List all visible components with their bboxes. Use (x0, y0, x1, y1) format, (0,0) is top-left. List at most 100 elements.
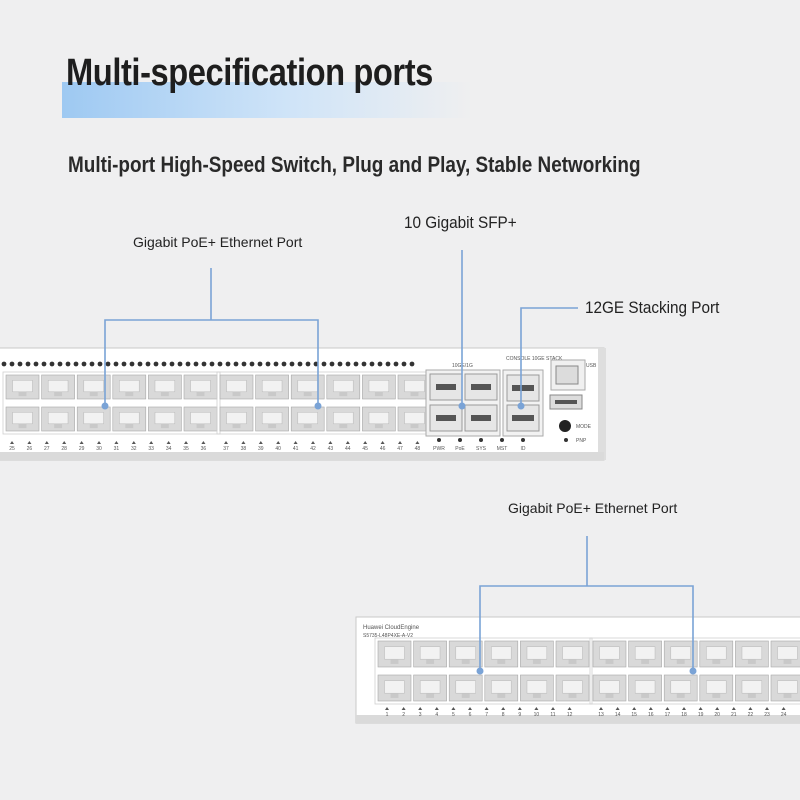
port-number: 44 (345, 446, 351, 452)
port-number: 3 (419, 712, 422, 718)
usb-label: USB (586, 363, 597, 369)
port-number: 32 (131, 446, 137, 452)
port-number: 35 (183, 446, 189, 452)
port-number: 43 (328, 446, 334, 452)
port-number: 20 (714, 712, 720, 718)
vent-hole (257, 361, 263, 367)
mode-button[interactable] (559, 420, 571, 432)
port-number: 11 (550, 712, 555, 718)
port-number: 4 (435, 712, 438, 718)
vent-hole (401, 361, 407, 367)
vent-hole (89, 361, 95, 367)
brand-label: Huawei CloudEngine (363, 625, 420, 631)
callout-dots (101, 402, 697, 675)
port-number: 38 (241, 446, 247, 452)
port-number: 17 (665, 712, 671, 718)
vent-hole (113, 361, 119, 367)
port-number: 14 (615, 712, 621, 718)
vent-hole (369, 361, 375, 367)
vent-hole (385, 361, 391, 367)
vent-hole (1, 361, 7, 367)
port-number: 36 (201, 446, 207, 452)
port-number: 5 (452, 712, 455, 718)
port-block-1-12 (374, 637, 593, 705)
led-label: MST (497, 446, 508, 452)
port-number: 18 (681, 712, 687, 718)
port-number: 23 (764, 712, 770, 718)
callout-bracket-poe-bottom (479, 585, 694, 670)
port-number: 6 (469, 712, 472, 718)
rj45-port (290, 406, 325, 432)
port-number: 31 (114, 446, 120, 452)
vent-hole (329, 361, 335, 367)
port-number: 28 (61, 446, 67, 452)
vent-hole (49, 361, 55, 367)
pnp-led (564, 438, 568, 442)
port-number: 47 (397, 446, 403, 452)
vent-hole (73, 361, 79, 367)
vent-hole (17, 361, 23, 367)
port-number: 12 (567, 712, 573, 718)
port-number: 22 (748, 712, 754, 718)
port-number: 10 (534, 712, 540, 718)
vent-hole (241, 361, 247, 367)
port-number: 9 (518, 712, 521, 718)
vent-hole (33, 361, 39, 367)
port-number: 24 (781, 712, 787, 718)
vent-hole (409, 361, 415, 367)
port-number: 15 (631, 712, 637, 718)
port-number: 30 (96, 446, 102, 452)
port-number: 41 (293, 446, 299, 452)
vent-hole (177, 361, 183, 367)
vent-hole (169, 361, 175, 367)
port-number: 40 (275, 446, 281, 452)
port-number: 19 (698, 712, 704, 718)
vent-hole (145, 361, 151, 367)
port-number: 26 (27, 446, 33, 452)
led-label: SYS (476, 446, 487, 452)
vent-hole (81, 361, 87, 367)
pnp-label: PNP (576, 438, 587, 444)
vent-hole (153, 361, 159, 367)
led-label: PoE (455, 446, 465, 452)
vent-hole (193, 361, 199, 367)
port-number: 1 (386, 712, 389, 718)
vent-hole (9, 361, 15, 367)
callout-label-sfp: 10 Gigabit SFP+ (404, 213, 517, 232)
port-block-13-24 (589, 637, 800, 705)
vent-hole (57, 361, 63, 367)
vent-hole (281, 361, 287, 367)
vent-hole (97, 361, 103, 367)
page-title: Multi-specification ports (66, 52, 433, 94)
vent-hole (265, 361, 271, 367)
port-number: 45 (362, 446, 368, 452)
port-number: 13 (598, 712, 604, 718)
callout-lines (104, 250, 694, 670)
status-led (458, 438, 462, 442)
led-label: PWR (433, 446, 445, 452)
vent-hole (297, 361, 303, 367)
port-number: 21 (731, 712, 737, 718)
title-highlight-band (62, 82, 472, 118)
vent-hole (393, 361, 399, 367)
model-label: S5735-L48P4XE-A-V2 (363, 633, 413, 639)
status-leds: PWR PoE SYS MST ID (433, 438, 526, 452)
port-number: 37 (223, 446, 229, 452)
vent-hole (305, 361, 311, 367)
vent-hole (137, 361, 143, 367)
port-number: 46 (380, 446, 386, 452)
port-number: 27 (44, 446, 50, 452)
vent-hole (361, 361, 367, 367)
vent-hole (377, 361, 383, 367)
port-number: 25 (9, 446, 15, 452)
led-label: ID (521, 446, 526, 452)
port-number: 34 (166, 446, 172, 452)
vent-hole (201, 361, 207, 367)
port-number: 8 (502, 712, 505, 718)
port-number: 7 (485, 712, 488, 718)
vent-hole (345, 361, 351, 367)
